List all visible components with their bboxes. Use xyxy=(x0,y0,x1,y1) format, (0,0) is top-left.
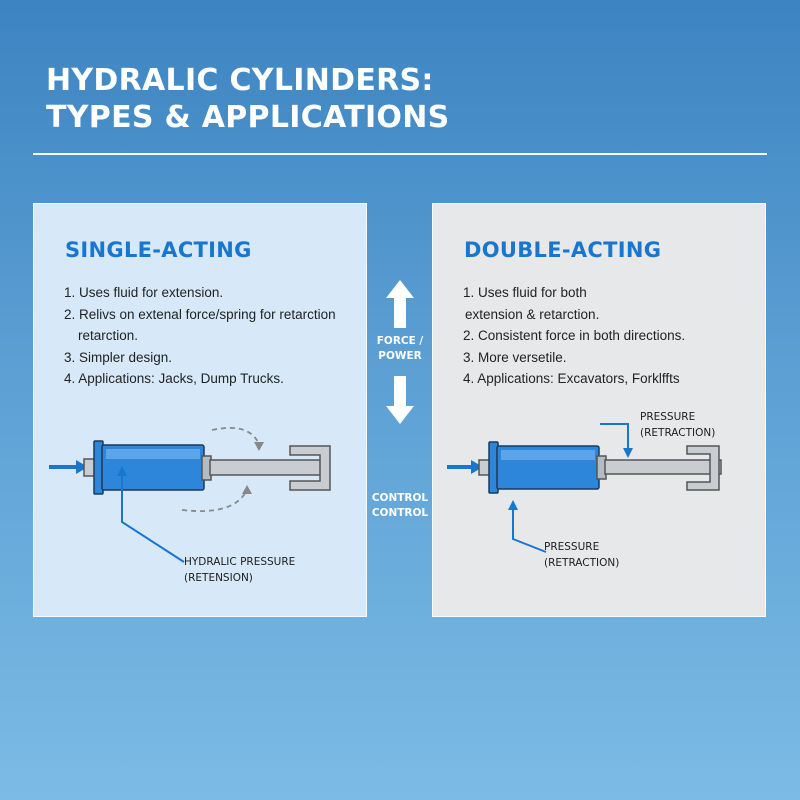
list-item: 2. Relivs on extenal force/spring for re… xyxy=(64,306,336,322)
fluid-inlet-arrow-icon xyxy=(49,460,88,474)
fluid-inlet-arrow-icon xyxy=(447,460,483,474)
single-acting-heading: SINGLE-ACTING xyxy=(65,238,252,262)
list-item: 2. Consistent force in both directions. xyxy=(463,328,686,343)
double-acting-cylinder-diagram xyxy=(447,423,722,553)
callout-line-2: (RETRACTION) xyxy=(640,427,716,439)
arrow-up-icon xyxy=(386,280,414,328)
title-line-1: HYDRALIC CYLINDERS: xyxy=(46,63,434,98)
single-acting-panel: SINGLE-ACTING 1. Uses fluid for extensio… xyxy=(33,203,367,617)
single-acting-callout: HYDRALIC PRESSURE (RETENSION) xyxy=(184,554,295,586)
list-item: 3. More versetile. xyxy=(463,349,567,365)
list-item: extension & retarction. xyxy=(465,306,600,322)
list-item: 3. Simpler design. xyxy=(64,349,173,365)
callout-line-1: PRESSURE xyxy=(544,541,600,553)
list-item: 4. Applications: Jacks, Dump Trucks. xyxy=(64,371,284,386)
double-acting-panel: DOUBLE-ACTING 1. Uses fluid for both ext… xyxy=(432,203,766,617)
force-power-label: FORCE / POWER xyxy=(368,334,432,364)
piston-rod xyxy=(209,459,323,476)
pressure-callout-line xyxy=(121,472,185,563)
single-acting-cylinder-diagram xyxy=(49,426,331,563)
piston-rod xyxy=(604,459,722,475)
retraction-pressure-callout-line xyxy=(600,423,629,452)
rod-clevis xyxy=(289,445,331,491)
control-label-line-2: CONTROL xyxy=(371,507,429,519)
list-item: 1. Uses fluid for both xyxy=(463,285,587,300)
control-label: CONTROL CONTROL xyxy=(366,491,434,521)
list-item: 4. Applications: Excavators, Forklffts xyxy=(463,371,680,386)
arrow-down-icon xyxy=(386,376,414,424)
title-line-2: TYPES & APPLICATIONS xyxy=(46,100,450,135)
double-acting-bottom-callout: PRESSURE (RETRACTION) xyxy=(544,539,619,571)
pressure-callout-line xyxy=(512,506,547,553)
callout-line-1: HYDRALIC PRESSURE xyxy=(184,556,296,568)
force-label-line-2: POWER xyxy=(378,350,422,362)
list-item: retarction. xyxy=(78,328,139,343)
double-acting-points: 1. Uses fluid for both extension & retar… xyxy=(463,282,685,390)
return-flow-arrow-icon xyxy=(181,426,260,512)
callout-line-2: (RETENSION) xyxy=(184,572,253,584)
double-acting-heading: DOUBLE-ACTING xyxy=(464,238,662,262)
callout-line-2: (RETRACTION) xyxy=(544,557,620,569)
control-label-line-1: CONTROL xyxy=(371,492,429,504)
double-acting-top-callout: PRESSURE (RETRACTION) xyxy=(640,409,715,441)
page-title: HYDRALIC CYLINDERS: TYPES & APPLICATIONS xyxy=(46,62,450,136)
rod-clevis xyxy=(686,445,720,491)
callout-line-1: PRESSURE xyxy=(640,411,696,423)
list-item: 1. Uses fluid for extension. xyxy=(64,285,224,300)
force-label-line-1: FORCE / xyxy=(376,335,424,347)
single-acting-points: 1. Uses fluid for extension. 2. Relivs o… xyxy=(64,282,336,390)
title-divider xyxy=(33,153,767,155)
